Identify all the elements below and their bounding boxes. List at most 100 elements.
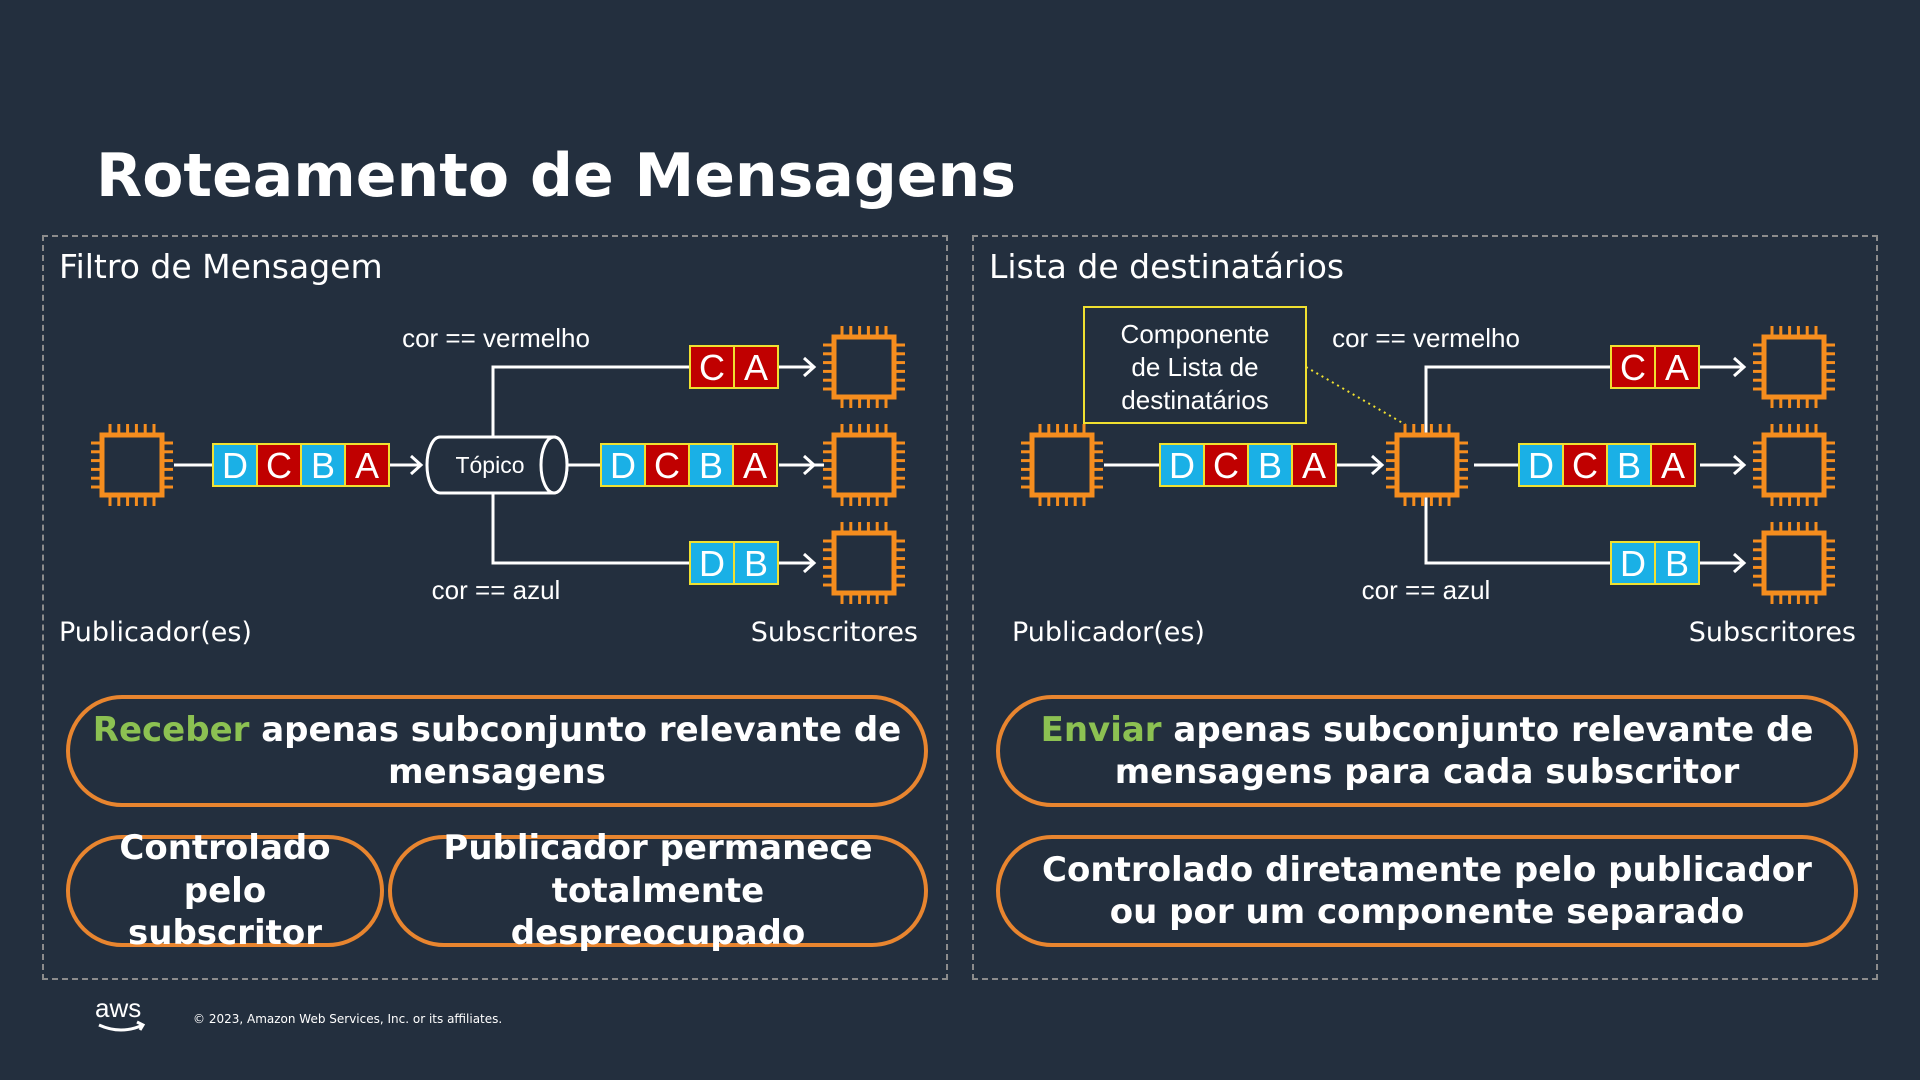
message-block bbox=[1654, 541, 1700, 585]
pill-text: apenas subconjunto relevante de mensagen… bbox=[249, 709, 902, 793]
message-letter: D bbox=[1620, 543, 1646, 584]
message-block bbox=[1610, 541, 1656, 585]
message-block bbox=[300, 443, 346, 487]
message-letter: D bbox=[222, 445, 248, 486]
subscribers-label: Subscritores bbox=[1688, 617, 1856, 648]
highlight-word: Receber bbox=[92, 709, 250, 750]
recipient-list-panel: Lista de destinatários Componente de Lis… bbox=[972, 235, 1878, 980]
subscriber-chip-icon bbox=[1753, 522, 1835, 604]
message-letter: B bbox=[699, 445, 723, 486]
arrow-head bbox=[802, 356, 817, 378]
message-block bbox=[689, 345, 735, 389]
message-block bbox=[1203, 443, 1249, 487]
message-block bbox=[689, 541, 735, 585]
red-route-line bbox=[491, 365, 689, 437]
subscriber-chip-icon bbox=[823, 326, 905, 408]
message-letter: A bbox=[1302, 445, 1326, 486]
send-subset-pill: Enviar apenas subconjunto relevante de m… bbox=[996, 695, 1858, 807]
pill-text: apenas subconjunto relevante de mensagen… bbox=[1114, 709, 1814, 793]
publisher-chip-icon bbox=[1021, 424, 1103, 506]
aws-logo: aws bbox=[95, 993, 155, 1039]
message-letter: C bbox=[654, 445, 680, 486]
message-block bbox=[732, 443, 778, 487]
subscriber-chip-icon bbox=[1753, 424, 1835, 506]
message-filter-panel: Filtro de Mensagem Tópico cor == vermelh… bbox=[42, 235, 948, 980]
panel-heading: Filtro de Mensagem bbox=[59, 247, 383, 286]
message-letter: C bbox=[1213, 445, 1239, 486]
recipient-list-component-icon bbox=[1386, 424, 1468, 506]
topic-cylinder bbox=[425, 435, 569, 495]
message-letter: C bbox=[1620, 347, 1646, 388]
condition-blue-label: cor == azul bbox=[432, 575, 561, 605]
arrow-head bbox=[802, 454, 817, 476]
blue-route-line bbox=[1424, 493, 1610, 565]
copyright-text: © 2023, Amazon Web Services, Inc. or its… bbox=[193, 1012, 503, 1026]
arrow-head bbox=[1370, 454, 1385, 476]
condition-blue-label: cor == azul bbox=[1362, 575, 1491, 605]
message-block bbox=[600, 443, 646, 487]
blue-route-line bbox=[491, 493, 689, 565]
message-block bbox=[1247, 443, 1293, 487]
publisher-unaware-pill: Publicador permanece totalmente despreoc… bbox=[388, 828, 928, 953]
message-letter: B bbox=[311, 445, 335, 486]
message-block bbox=[733, 541, 779, 585]
component-label-line3: destinatários bbox=[1121, 385, 1268, 415]
arrow-head bbox=[1732, 356, 1747, 378]
subscriber-controlled-pill: Controlado pelo subscritor bbox=[66, 828, 384, 953]
message-letter: C bbox=[1572, 445, 1598, 486]
message-letter: B bbox=[1617, 445, 1641, 486]
publisher-label: Publicador(es) bbox=[1012, 617, 1205, 648]
message-letter: A bbox=[355, 445, 379, 486]
receive-subset-pill: Receber apenas subconjunto relevante de … bbox=[66, 695, 928, 807]
topic-label: Tópico bbox=[455, 452, 524, 478]
message-letter: C bbox=[266, 445, 292, 486]
pill-text: Controlado diretamente pelo publicador o… bbox=[1042, 849, 1812, 933]
subscriber-chip-icon bbox=[1753, 326, 1835, 408]
message-block bbox=[344, 443, 390, 487]
recipient-list-diagram: Componente de Lista de destinatários cor… bbox=[1021, 306, 1835, 605]
message-letter: B bbox=[744, 543, 768, 584]
message-block bbox=[733, 345, 779, 389]
pill-text: Controlado pelo subscritor bbox=[119, 828, 331, 954]
message-letter: D bbox=[1528, 445, 1554, 486]
message-letter: A bbox=[1665, 347, 1689, 388]
message-block bbox=[1654, 345, 1700, 389]
highlight-word: Enviar bbox=[1040, 709, 1162, 750]
page-title: Roteamento de Mensagens bbox=[96, 141, 1016, 211]
publisher-controlled-pill: Controlado diretamente pelo publicador o… bbox=[996, 835, 1858, 947]
panel-heading: Lista de destinatários bbox=[989, 247, 1345, 286]
callout-leader-line bbox=[1305, 366, 1407, 426]
condition-red-label: cor == vermelho bbox=[1332, 323, 1520, 353]
component-label-line1: Componente bbox=[1121, 319, 1270, 349]
message-letter: A bbox=[1661, 445, 1685, 486]
arrow-head bbox=[409, 454, 424, 476]
message-letter: B bbox=[1258, 445, 1282, 486]
message-block bbox=[1650, 443, 1696, 487]
red-route-line bbox=[1424, 365, 1610, 437]
message-block bbox=[1291, 443, 1337, 487]
message-block bbox=[688, 443, 734, 487]
publisher-chip-icon bbox=[91, 424, 173, 506]
subscribers-label: Subscritores bbox=[750, 617, 918, 648]
message-letter: C bbox=[699, 347, 725, 388]
message-letter: D bbox=[699, 543, 725, 584]
message-block bbox=[1606, 443, 1652, 487]
condition-red-label: cor == vermelho bbox=[402, 323, 590, 353]
component-callout-box bbox=[1083, 306, 1307, 424]
arrow-head bbox=[1732, 552, 1747, 574]
arrow-head bbox=[1732, 454, 1747, 476]
message-letter: D bbox=[610, 445, 636, 486]
message-block bbox=[1610, 345, 1656, 389]
message-letter: B bbox=[1665, 543, 1689, 584]
subscriber-chip-icon bbox=[823, 424, 905, 506]
component-label-line2: de Lista de bbox=[1131, 352, 1258, 382]
publisher-label: Publicador(es) bbox=[59, 617, 252, 648]
arrow-head bbox=[802, 552, 817, 574]
